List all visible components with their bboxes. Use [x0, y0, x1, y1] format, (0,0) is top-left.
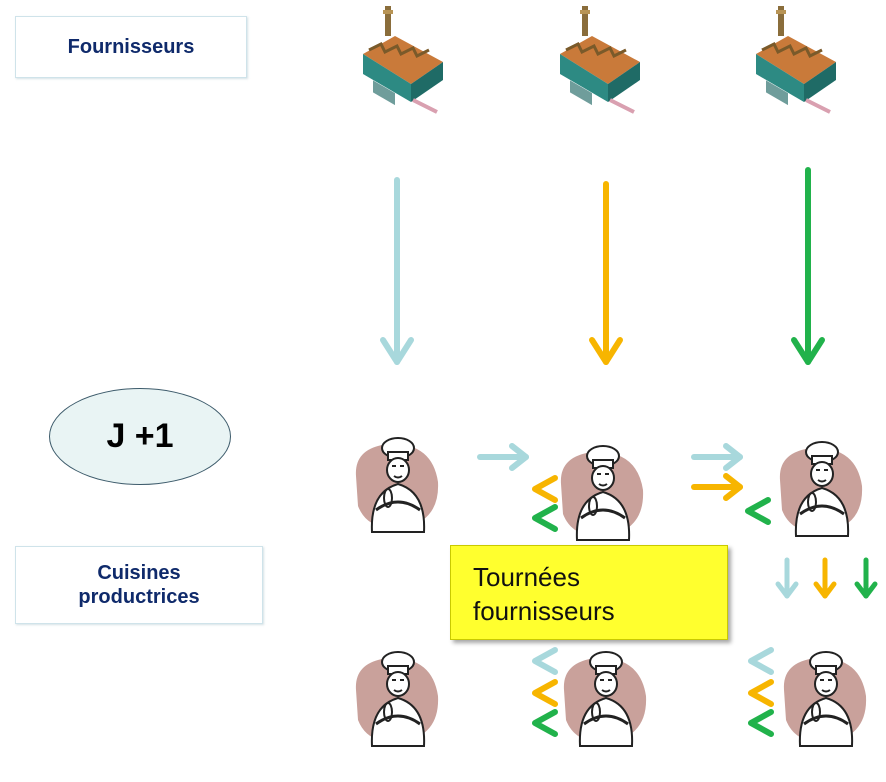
chevron-green-2 [745, 497, 771, 525]
delivery-arrow-orange [589, 181, 623, 365]
chef-icon [779, 441, 863, 537]
chevron-orange-1 [532, 475, 558, 503]
supplier-rounds-note: Tournées fournisseurs [450, 545, 728, 640]
arrow-right-orange [691, 473, 743, 501]
day-ellipse: J +1 [49, 388, 231, 485]
suppliers-label-text: Fournisseurs [67, 36, 195, 58]
supplier-rounds-line2: fournisseurs [473, 596, 615, 626]
factory-icon [363, 6, 443, 114]
suppliers-label: Fournisseurs [15, 16, 247, 78]
kitchens-label-line1: Cuisines [97, 562, 181, 584]
arrow-right-light-blue-2 [691, 443, 743, 471]
factory-icon [756, 6, 836, 114]
kitchens-label-line2: productrices [78, 586, 200, 608]
small-down-arrow-green [854, 557, 878, 599]
chevron-light-blue-bottom-2 [748, 647, 774, 675]
chevron-light-blue-bottom-1 [532, 647, 558, 675]
chef-icon [563, 651, 647, 747]
chef-icon [560, 445, 644, 541]
chevron-green-bottom-2 [748, 709, 774, 737]
kitchens-label: Cuisines productrices [15, 546, 263, 624]
small-down-arrow-orange [813, 557, 837, 599]
delivery-arrow-light-blue [380, 177, 414, 365]
chevron-green-1 [532, 504, 558, 532]
chef-icon [355, 437, 439, 533]
chef-icon [355, 651, 439, 747]
chevron-green-bottom-1 [532, 709, 558, 737]
delivery-arrow-green [791, 167, 825, 365]
small-down-arrow-light-blue [775, 557, 799, 599]
chef-icon [783, 651, 867, 747]
arrow-right-light-blue-1 [477, 443, 529, 471]
chevron-orange-bottom-2 [748, 679, 774, 707]
day-label: J +1 [106, 417, 174, 455]
factory-icon [560, 6, 640, 114]
supplier-rounds-line1: Tournées [473, 562, 580, 592]
chevron-orange-bottom-1 [532, 679, 558, 707]
